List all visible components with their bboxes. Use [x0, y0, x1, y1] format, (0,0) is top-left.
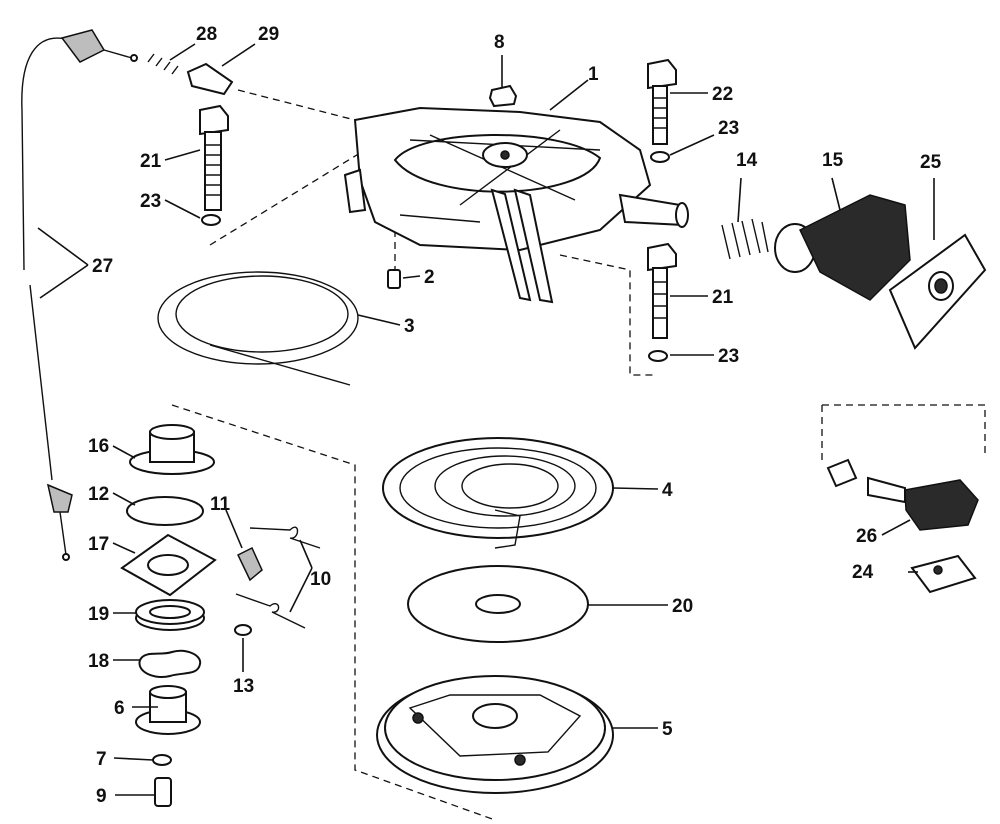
part-plunger	[186, 62, 234, 96]
part-screw-2	[387, 269, 401, 289]
callout-4: 4	[662, 480, 673, 501]
part-seal-19	[135, 599, 205, 631]
callout-11: 11	[210, 494, 231, 515]
part-bolt-left	[199, 104, 229, 211]
part-pulley-hub-6	[135, 685, 201, 735]
part-starter-rope	[157, 271, 359, 386]
callout-29: 29	[258, 24, 279, 45]
part-small-spring	[147, 53, 179, 75]
callout-23-bottom: 23	[718, 346, 739, 367]
part-nut	[488, 84, 518, 108]
part-spring-disc	[407, 565, 589, 643]
part-springs-10	[235, 526, 321, 629]
callout-6: 6	[114, 698, 125, 719]
part-handle-guide	[774, 194, 911, 301]
callout-17: 17	[88, 534, 109, 555]
leader-lines	[37, 43, 935, 796]
callout-20: 20	[672, 596, 693, 617]
callout-12: 12	[88, 484, 109, 505]
part-pawl-11	[237, 546, 263, 582]
callout-18: 18	[88, 651, 109, 672]
callout-14: 14	[736, 150, 758, 171]
callout-23-top: 23	[718, 118, 739, 139]
callout-19: 19	[88, 604, 109, 625]
part-washers	[201, 151, 670, 362]
callout-15: 15	[822, 150, 844, 171]
part-washer-7	[152, 754, 172, 766]
part-gasket-17	[120, 533, 217, 597]
callout-8: 8	[494, 32, 505, 53]
callout-25: 25	[920, 152, 942, 173]
part-ring-18	[138, 649, 202, 678]
part-cable	[21, 29, 138, 561]
assembly-guide-lines	[171, 89, 986, 821]
part-bolt-22	[647, 58, 677, 145]
callout-21-right: 21	[712, 287, 734, 308]
part-starter-housing	[343, 106, 689, 304]
callout-7: 7	[96, 749, 107, 770]
callout-21-left: 21	[140, 151, 162, 172]
callout-2: 2	[424, 267, 435, 288]
callout-5: 5	[662, 719, 673, 740]
part-starter-handle	[826, 458, 979, 531]
callout-13: 13	[233, 676, 254, 697]
part-spring-14	[721, 218, 769, 260]
callout-1: 1	[588, 64, 599, 85]
callout-26: 26	[856, 526, 877, 547]
part-washer-13	[234, 624, 252, 636]
callout-23-left: 23	[140, 191, 161, 212]
callout-9: 9	[96, 786, 107, 807]
callout-labels: 1 2 3 4 5 6 7 8 9 10 11 12 13 14 15 16 1…	[88, 24, 942, 807]
part-rope-pulley	[376, 675, 614, 794]
part-handle-plate	[888, 233, 987, 350]
callout-27: 27	[92, 256, 113, 277]
callout-3: 3	[404, 316, 415, 337]
callout-10: 10	[310, 569, 331, 590]
part-washer-12	[126, 496, 204, 526]
callout-22: 22	[712, 84, 733, 105]
part-handle-insert	[910, 554, 977, 594]
callout-28: 28	[196, 24, 217, 45]
part-cup-16	[129, 424, 215, 475]
callout-16: 16	[88, 436, 109, 457]
part-bolt-right	[647, 242, 677, 339]
part-recoil-spring	[382, 437, 614, 549]
callout-24: 24	[852, 562, 874, 583]
part-screw-9	[154, 777, 172, 807]
